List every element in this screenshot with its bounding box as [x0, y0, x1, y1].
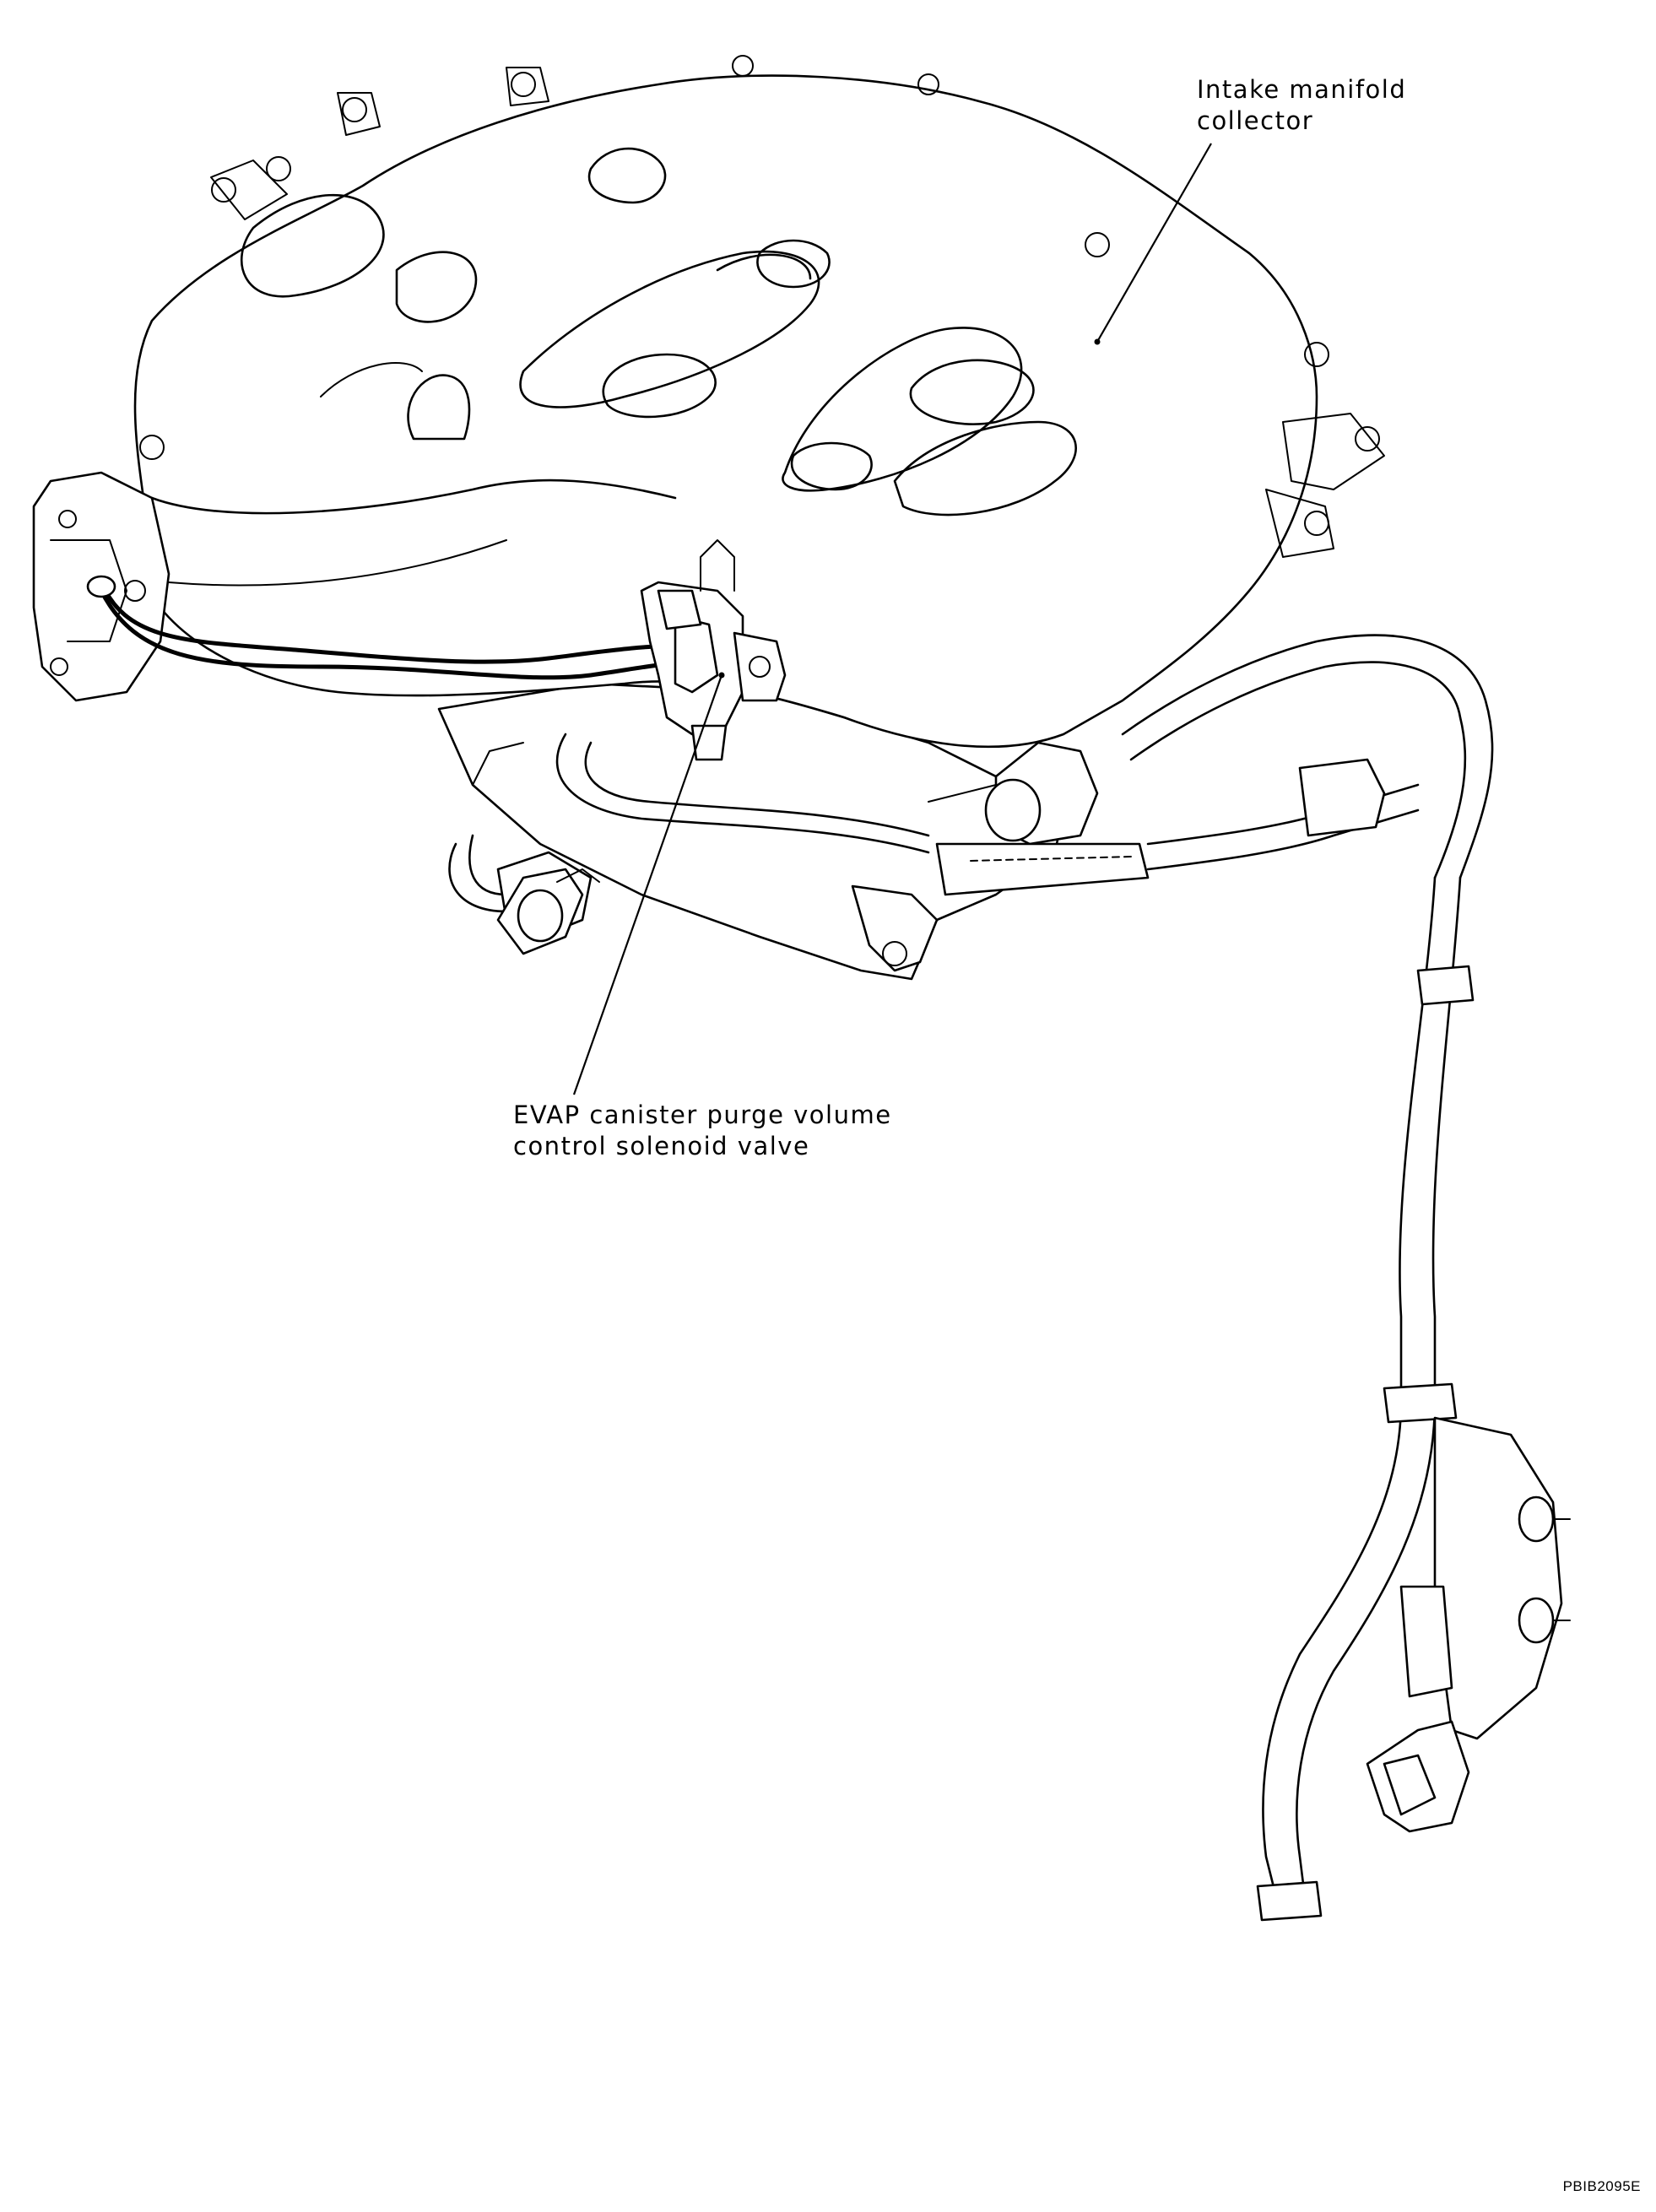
callout-leaders: [572, 143, 1212, 1095]
canister-hose: [1256, 876, 1475, 1922]
evap-label-line1: EVAP canister purge volume: [513, 1101, 892, 1129]
evap-label-line2: control solenoid valve: [513, 1132, 810, 1161]
sensor-left: [496, 868, 600, 955]
purge-hose: [86, 575, 703, 680]
figure-code: PBIB2095E: [1562, 2178, 1641, 2194]
evap-valve-label: EVAP canister purge volume control solen…: [513, 1100, 892, 1162]
intake-label-line1: Intake manifold: [1197, 75, 1407, 104]
intake-manifold-label: Intake manifold collector: [1197, 74, 1406, 137]
evap-solenoid-valve: [640, 539, 787, 761]
vapor-tube-right: [1121, 634, 1494, 879]
intake-label-line2: collector: [1197, 106, 1314, 136]
canister-bracket: [1366, 1416, 1571, 1833]
intake-manifold-collector: [133, 55, 1385, 749]
